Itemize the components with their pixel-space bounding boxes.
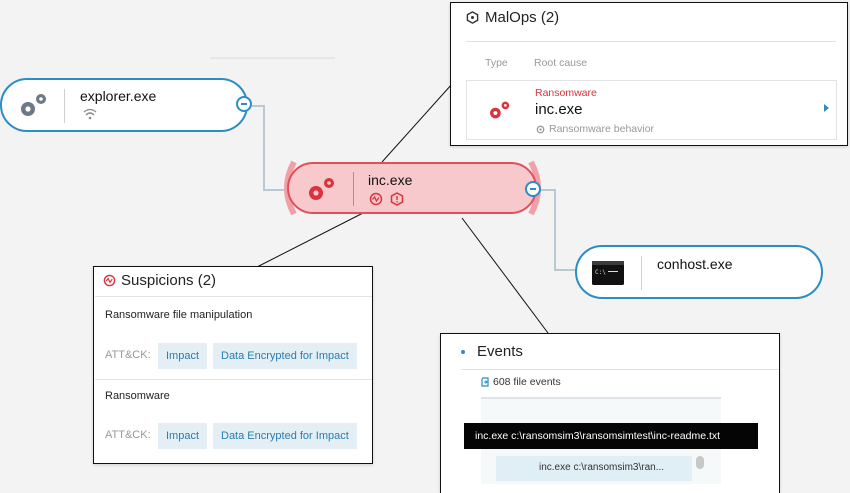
- malop-icon: [466, 11, 479, 24]
- suspicion-label: Ransomware file manipulation: [105, 309, 253, 321]
- node-separator: [353, 172, 354, 206]
- tactic-chip[interactable]: Impact: [158, 423, 208, 449]
- suspicion-icon: [103, 274, 116, 287]
- node-separator: [641, 256, 642, 290]
- tactic-chip[interactable]: Impact: [158, 343, 208, 369]
- suspicions-row-divider: [95, 379, 372, 380]
- event-row[interactable]: [496, 456, 692, 481]
- file-events-count[interactable]: 608 file events: [493, 376, 561, 388]
- malop-icon: [390, 192, 404, 206]
- events-bullet-icon: [461, 350, 465, 354]
- process-name: inc.exe: [368, 172, 413, 188]
- suspicion-icon: [369, 192, 383, 206]
- malop-category: Ransomware: [535, 87, 597, 99]
- svg-text:C:\: C:\: [595, 269, 606, 276]
- terminal-icon: C:\: [592, 261, 624, 285]
- event-tooltip: inc.exe c:\ransomsim3\ransomsimtest\inc-…: [464, 423, 758, 449]
- process-name: explorer.exe: [80, 88, 157, 104]
- malop-process: inc.exe: [535, 101, 583, 118]
- chevron-right-icon[interactable]: [824, 104, 829, 112]
- gears-icon: [21, 94, 46, 116]
- gears-icon: [309, 178, 334, 200]
- events-panel: Events 608 file events inc.exe c:\ransom…: [440, 333, 780, 493]
- column-header-root-cause: Root cause: [534, 57, 588, 69]
- attck-label: ATT&CK:: [105, 349, 151, 361]
- node-separator: [64, 89, 65, 123]
- malop-row[interactable]: Ransomware inc.exe Ransomware behavior: [466, 80, 837, 140]
- suspicions-panel: Suspicions (2) Ransomware file manipulat…: [93, 266, 373, 464]
- malops-divider: [466, 41, 836, 42]
- suspicions-divider: [95, 296, 372, 297]
- network-icon: [83, 108, 97, 120]
- collapse-explorer-button[interactable]: [236, 96, 252, 112]
- process-node-explorer[interactable]: explorer.exe: [0, 78, 248, 132]
- process-node-inc[interactable]: inc.exe: [287, 162, 537, 214]
- events-list-header: [481, 397, 721, 399]
- collapse-inc-button[interactable]: [525, 181, 541, 197]
- process-name: conhost.exe: [657, 256, 733, 272]
- gears-icon: [490, 101, 510, 119]
- column-header-type: Type: [485, 57, 508, 69]
- technique-chip[interactable]: Data Encrypted for Impact: [213, 343, 357, 369]
- behavior-icon: [536, 125, 545, 134]
- events-title: Events: [477, 343, 523, 360]
- malops-title: MalOps (2): [485, 9, 560, 26]
- events-divider: [461, 369, 779, 370]
- technique-chip[interactable]: Data Encrypted for Impact: [213, 423, 357, 449]
- process-node-conhost[interactable]: C:\ conhost.exe: [575, 245, 823, 299]
- scrollbar-thumb[interactable]: [696, 456, 704, 469]
- suspicion-label: Ransomware: [105, 390, 170, 402]
- malops-panel: MalOps (2) Type Root cause Ransomware in…: [450, 2, 848, 146]
- attck-label: ATT&CK:: [105, 429, 151, 441]
- malop-behavior: Ransomware behavior: [549, 123, 655, 135]
- suspicions-title: Suspicions (2): [121, 272, 217, 289]
- event-row-text: inc.exe c:\ransomsim3\ran...: [539, 462, 665, 473]
- file-event-icon: [481, 377, 489, 387]
